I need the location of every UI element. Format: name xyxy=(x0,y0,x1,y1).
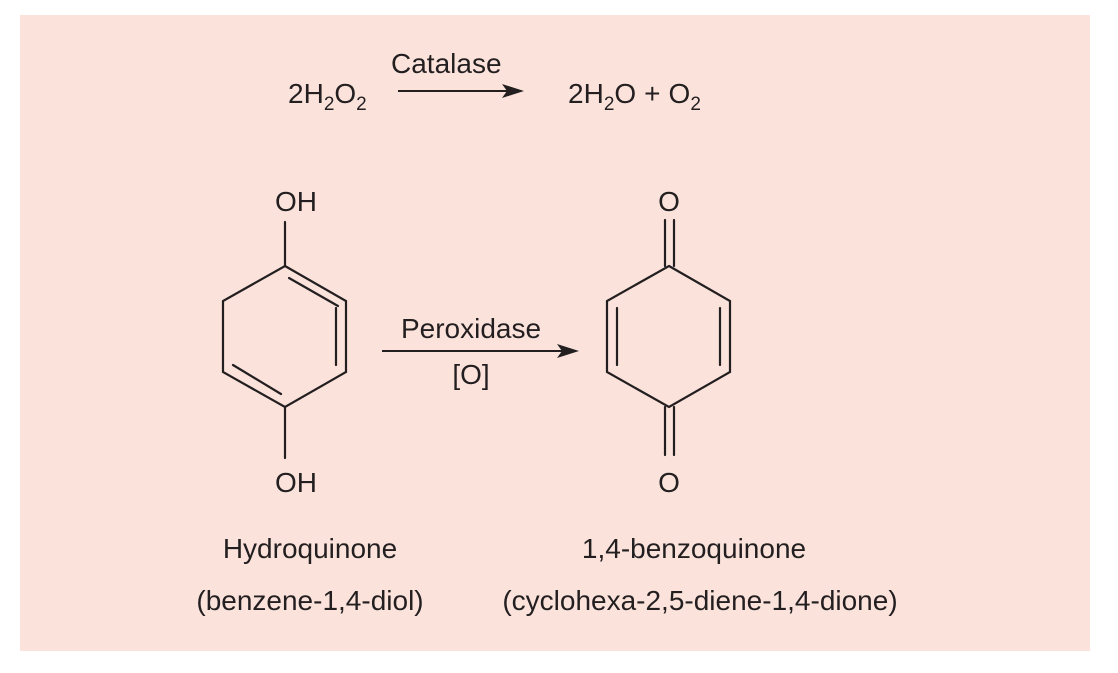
products-h2o-o2: 2H2O+O2 xyxy=(568,78,701,115)
peroxidase-label: Peroxidase xyxy=(401,313,541,344)
catalase-reaction: 2H2O2 Catalase 2H2O+O2 xyxy=(288,48,701,115)
reactant-h2o2: 2H2O2 xyxy=(288,78,367,115)
catalase-label: Catalase xyxy=(391,48,502,79)
figure-panel xyxy=(20,15,1090,651)
hydroquinone-top-oh: OH xyxy=(275,186,317,217)
hydroquinone-name: Hydroquinone xyxy=(223,533,397,564)
catalase-arrow-head xyxy=(502,84,524,98)
hydroquinone-bottom-oh: OH xyxy=(275,467,317,498)
benzoquinone-name: 1,4-benzoquinone xyxy=(582,533,806,564)
benzoquinone-ring xyxy=(605,264,732,409)
hydroquinone-double-bond-3 xyxy=(231,363,283,396)
hydroquinone-ring xyxy=(221,264,348,409)
benzoquinone-structure: O O xyxy=(605,186,732,498)
oxidant-label: [O] xyxy=(452,359,489,390)
benzoquinone-top-oxygen: O xyxy=(658,186,680,217)
peroxidase-reaction: Peroxidase [O] xyxy=(382,313,579,390)
benzoquinone-systematic-name: (cyclohexa-2,5-diene-1,4-dione) xyxy=(502,585,897,616)
hydroquinone-double-bond-1 xyxy=(287,276,340,308)
hydroquinone-structure: OH OH xyxy=(221,186,348,498)
benzoquinone-bottom-oxygen: O xyxy=(658,467,680,498)
peroxidase-arrow-head xyxy=(557,344,579,358)
hydroquinone-systematic-name: (benzene-1,4-diol) xyxy=(196,585,423,616)
